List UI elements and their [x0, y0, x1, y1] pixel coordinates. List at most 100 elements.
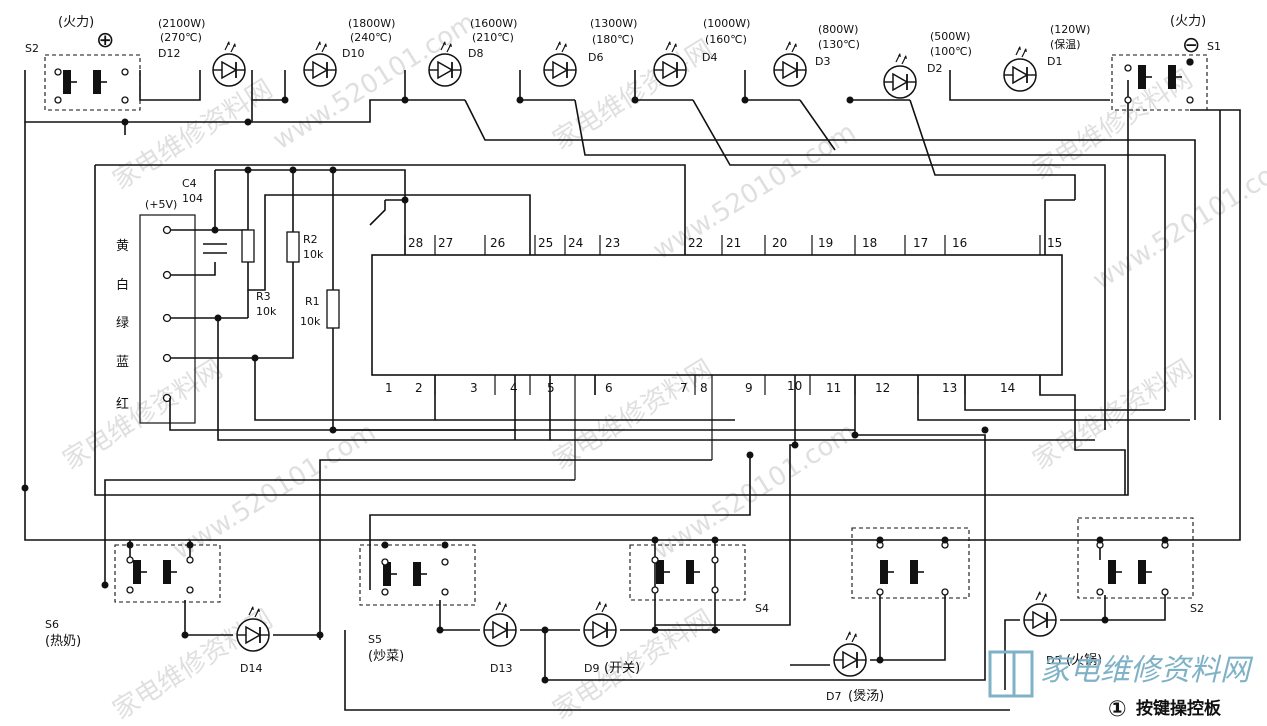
d12-temp-label: (270℃): [160, 31, 202, 44]
pin-24: 24: [568, 236, 583, 250]
r1-id-label: R1: [305, 295, 320, 308]
d1-temp-label: (保温): [1050, 37, 1081, 51]
ic-pins-bottom: 1 2 3 4 5 6 7 8 9 10 11 12 13 14: [385, 375, 1041, 480]
led-d13: [483, 600, 517, 647]
d14-id-label: D14: [240, 662, 262, 675]
d8-power-label: (1600W): [470, 17, 517, 30]
watermark: 家电维修资料网 www.520101.com 家电维修资料网 www.52010…: [58, 7, 1267, 726]
r2-value-label: 10k: [303, 248, 324, 261]
r1-value-label: 10k: [300, 315, 321, 328]
resistor-r2: R2 10k: [286, 231, 324, 263]
s5-id-label: S5: [368, 633, 382, 646]
d1-power-label: (120W): [1050, 23, 1090, 36]
d12-power-label: (2100W): [158, 17, 205, 30]
switch-s2-bottom: S2: [1077, 517, 1204, 615]
pin-3: 3: [470, 381, 478, 395]
ic-chip: [371, 254, 1063, 376]
d8-id-label: D8: [468, 47, 483, 60]
s2-id-label: S2: [25, 42, 39, 55]
wire-white-label: 白: [116, 277, 129, 293]
watermark-9: 家电维修资料网: [548, 354, 718, 476]
d4-id-label: D4: [702, 51, 717, 64]
logo-text: 家电维修资料网: [1040, 653, 1254, 688]
d2-temp-label: (100℃): [930, 45, 972, 58]
r3-value-label: 10k: [256, 305, 277, 318]
pin-28: 28: [408, 236, 423, 250]
resistor-r1: R1 10k: [300, 289, 340, 329]
connector-block: (+5V) 黄 白 绿 蓝 红: [116, 198, 196, 424]
led-d10: [303, 40, 337, 87]
d2-power-label: (500W): [930, 30, 970, 43]
pin-20: 20: [772, 236, 787, 250]
pin-12: 12: [875, 381, 890, 395]
watermark-3: 家电维修资料网: [548, 34, 718, 156]
pin-11: 11: [826, 381, 841, 395]
d5-function-label: (火锅): [1066, 652, 1102, 668]
d6-temp-label: (180℃): [592, 33, 634, 46]
wire-red-label: 红: [116, 396, 129, 412]
d10-temp-label: (240℃): [350, 31, 392, 44]
s5-function-label: (炒菜): [368, 649, 404, 664]
s1-id-label: S1: [1207, 40, 1221, 53]
minus-icon: ⊖: [1182, 33, 1200, 58]
r2-id-label: R2: [303, 233, 318, 246]
pin-13: 13: [942, 381, 957, 395]
s4-id-label: S4: [755, 602, 769, 615]
title-text: 按键操控板: [1136, 698, 1222, 719]
pin-4: 4: [510, 381, 518, 395]
d10-id-label: D10: [342, 47, 364, 60]
d8-temp-label: (210℃): [472, 31, 514, 44]
bottom-led-row: D14 D13 D9 (开关) D7 (煲汤) D5 (火锅): [236, 590, 1102, 704]
d3-temp-label: (130℃): [818, 38, 860, 51]
switch-s5: S5 (炒菜): [359, 544, 476, 664]
led-d7: [833, 630, 867, 677]
wire-yellow-label: 黄: [116, 239, 129, 254]
d10-power-label: (1800W): [348, 17, 395, 30]
s2-power-label: (火力): [58, 15, 94, 30]
s6-function-label: (热奶): [45, 634, 81, 649]
d9-function-label: (开关): [604, 661, 640, 676]
d4-power-label: (1000W): [703, 17, 750, 30]
d3-id-label: D3: [815, 55, 830, 68]
ic-pins-top: 28 27 26 25 24 23 22 21 20 19 18 17 16 1…: [404, 235, 1062, 255]
led-d2: [883, 52, 917, 99]
pin-25: 25: [538, 236, 553, 250]
c4-value-label: 104: [182, 192, 203, 205]
capacitor-c4: C4 104: [182, 177, 227, 254]
switch-unlabeled: [851, 527, 970, 599]
d3-power-label: (800W): [818, 23, 858, 36]
pin-5: 5: [547, 381, 555, 395]
pin-23: 23: [605, 236, 620, 250]
watermark-7: 家电维修资料网: [58, 354, 228, 476]
pin-8: 8: [700, 381, 708, 395]
pin-27: 27: [438, 236, 453, 250]
d2-id-label: D2: [927, 62, 942, 75]
pin-19: 19: [818, 236, 833, 250]
wire-blue-label: 蓝: [116, 355, 129, 370]
pin-22: 22: [688, 236, 703, 250]
pin-26: 26: [490, 236, 505, 250]
pin-14: 14: [1000, 381, 1015, 395]
led-d3: [773, 40, 807, 87]
led-d9: [583, 600, 617, 647]
d13-id-label: D13: [490, 662, 512, 675]
supply-label: (+5V): [145, 198, 177, 211]
s6-id-label: S6: [45, 618, 59, 631]
pin-18: 18: [862, 236, 877, 250]
d6-power-label: (1300W): [590, 17, 637, 30]
pin-7: 7: [680, 381, 688, 395]
junction-dots: [21, 58, 1194, 684]
diagram-title: ① 按键操控板: [1108, 697, 1222, 722]
led-d12: [212, 40, 246, 87]
site-logo: 家电维修资料网: [988, 650, 1254, 698]
c4-id-label: C4: [182, 177, 197, 190]
switch-s6: S6 (热奶): [45, 544, 221, 649]
pin-1: 1: [385, 381, 393, 395]
led-d1: [1003, 45, 1037, 92]
resistor-r3: R3 10k: [241, 229, 277, 318]
switch-s4: S4: [629, 544, 769, 615]
pin-15: 15: [1047, 236, 1062, 250]
switch-s1-top: (火力) ⊖ S1: [1111, 14, 1221, 111]
top-led-row: (2100W) (270℃) D12 (1800W) (240℃) D10 (1…: [158, 17, 1090, 99]
